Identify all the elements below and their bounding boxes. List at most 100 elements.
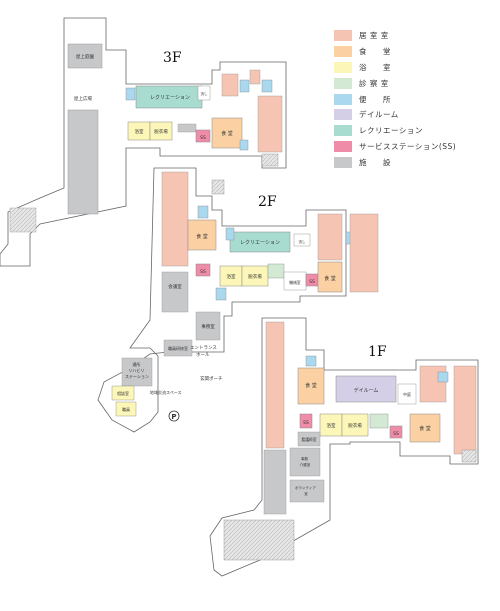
toilet-3f-c (239, 139, 249, 151)
sink-3f (197, 85, 211, 101)
legend-item: デイルーム (334, 107, 494, 123)
entrance-label: エントランス ホール (190, 345, 218, 358)
ss-2f-left (195, 263, 211, 277)
legend-swatch (334, 156, 352, 168)
toilet-2f-d (215, 287, 227, 301)
sink-3f-label: 流し (201, 91, 208, 96)
recreation-3f-label: レクリエーション (150, 95, 190, 101)
rehab-l2: リハビリ (128, 367, 144, 373)
dining-2f-label: 食 堂 (196, 233, 208, 240)
roof-edge-3f (9, 207, 37, 233)
volunteer-l1: ボランティア (295, 485, 316, 490)
sink-2f (293, 233, 311, 247)
office-1f (289, 447, 321, 477)
legend-label: 施 設 (359, 157, 391, 167)
ss-2f-left-label: SS (200, 269, 206, 275)
legend-item: 食 堂 (334, 44, 494, 60)
volunteer-1f-label: ボランティア 室 (295, 485, 317, 496)
legend-item: 居 室 室 (334, 28, 494, 44)
community-label: 地域交流スペース (150, 389, 182, 395)
toilet-2f-a (197, 205, 209, 219)
admin-2f-label: 事務室 (201, 323, 215, 330)
parking-icon (168, 410, 180, 422)
floor-1f-title: 1F (368, 344, 387, 360)
legend-swatch (334, 140, 352, 152)
dining-1f-label: 食 堂 (305, 382, 317, 389)
consult-1f-label: 相談室 (117, 390, 129, 396)
toilet-3f-d (261, 79, 273, 93)
ss-1f-left-label: SS (303, 420, 309, 426)
ss-1f-right-label: SS (393, 431, 399, 437)
dayroom-1f (335, 375, 397, 403)
legend-swatch (334, 30, 352, 42)
rehab-l3: ステーション (125, 373, 149, 379)
sink-2f-label: 流し (299, 239, 307, 244)
room-1f-col (265, 321, 285, 449)
dayroom-1f-label: デイルーム (354, 387, 379, 394)
entrance-label-line2: ホール (196, 352, 210, 358)
legend-swatch (334, 109, 352, 121)
nurse-1f (297, 431, 321, 447)
recreation-2f-label: レクリエーション (240, 240, 280, 246)
entrance-label-line1: エントランス (190, 345, 217, 351)
roof-plaza-3f-label: 屋上広場 (74, 95, 92, 102)
floor-3f-title: 3F (163, 50, 182, 66)
ss-3f (195, 129, 211, 143)
room-2f-right2 (349, 213, 379, 293)
roof-garden-3f-label: 屋上庭園 (76, 53, 94, 60)
facility-1f-block (223, 519, 295, 561)
room-1f-right2 (453, 365, 477, 455)
legend-item: 便 所 (334, 91, 494, 107)
sub-bath-3f (149, 121, 173, 141)
stair-2f (211, 179, 225, 195)
toilet-3f-b (239, 79, 250, 93)
bath-3f-label: 浴室 (135, 128, 144, 135)
floor-3f: 屋上庭園 屋上広場 レクリエーション 浴室 脱衣場 SS 食 堂 流し 3F (0, 17, 287, 267)
rehab-station (121, 357, 153, 387)
legend-swatch (334, 46, 352, 58)
volunteer-l2: 室 (304, 491, 308, 496)
porch-label: 玄関ポーチ (200, 375, 223, 382)
legend-label: 食 堂 (359, 47, 391, 57)
dining2-1f-label: 食 堂 (419, 425, 431, 432)
ss-3f-label: SS (200, 135, 206, 141)
conference-2f (161, 271, 189, 313)
dining2-2f (317, 261, 343, 293)
roof-plaza-3f (67, 109, 99, 215)
legend-label: デイルーム (359, 110, 399, 120)
ss-1f-right (389, 425, 403, 439)
floor-2f-title: 2F (258, 194, 277, 210)
nurse-1f-label: 看護師室 (301, 437, 316, 442)
bath-1f-label: 浴室 (327, 422, 336, 429)
facility-3f (177, 123, 197, 133)
dining-2f (187, 219, 217, 251)
admin-2f (195, 311, 221, 341)
legend: 居 室 室食 堂浴 室診 察 室便 所デイルームレクリエーションサービスステーシ… (334, 28, 494, 170)
ss-2f-right-label: SS (309, 279, 315, 285)
consult-1f (111, 385, 135, 401)
office-1f-label: 事務 介護室 (300, 456, 311, 467)
dining-3f-label: 食 堂 (221, 130, 233, 137)
legend-label: サービスステーション(SS) (359, 141, 457, 151)
toilet-1f-a (305, 355, 317, 367)
toilet-1f-b (437, 371, 449, 383)
machine-2f-label: 機械室 (289, 280, 301, 285)
legend-swatch (334, 125, 352, 137)
dining2-1f (409, 413, 441, 443)
ss-1f-left (299, 413, 313, 429)
legend-label: 診 察 室 (359, 78, 389, 88)
staff-room-label: 職員研修室 (168, 345, 188, 351)
toilet-2f-b (225, 227, 235, 241)
volunteer-1f (289, 479, 325, 503)
office-l1: 事務 (301, 456, 309, 461)
conference-2f-label: 会議室 (168, 283, 182, 290)
legend-label: 便 所 (359, 94, 391, 104)
room-2f-col (161, 171, 189, 267)
legend-item: サービスステーション(SS) (334, 139, 494, 155)
sub-bath-2f-label: 脱衣場 (248, 273, 262, 280)
legend-label: 浴 室 (359, 62, 391, 72)
legend-label: 居 室 室 (359, 31, 389, 41)
entrance-zone: 職員研修室 エントランス ホール 通所 リハビリ ステーション 相談室 職員 地… (111, 339, 223, 422)
parking-label: P (171, 413, 176, 421)
